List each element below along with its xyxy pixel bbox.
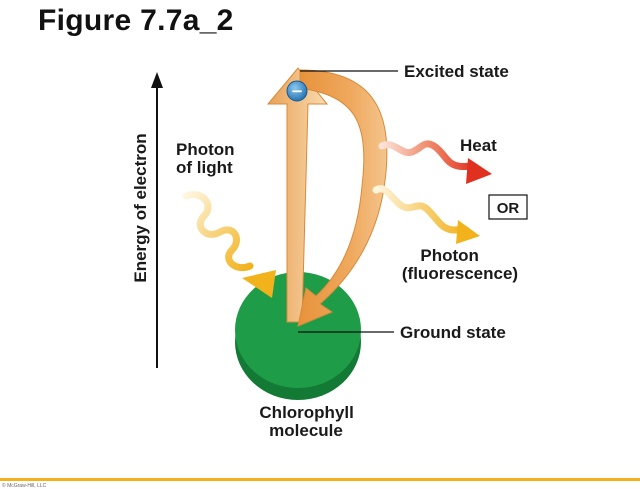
y-axis-label: Energy of electron: [131, 133, 150, 282]
chlorophyll-line1: Chlorophyll: [259, 403, 353, 422]
footer-credit: © McGraw-Hill, LLC: [2, 483, 47, 489]
photon-of-light-line1: Photon: [176, 140, 235, 159]
excited-state-label: Excited state: [404, 62, 509, 81]
or-label: OR: [497, 200, 520, 217]
heat-arrow: [378, 140, 492, 184]
electron-charge: −: [291, 82, 304, 100]
fluorescence-label: Photon (fluorescence): [402, 246, 518, 283]
ground-state-label: Ground state: [400, 323, 506, 342]
footer-rule: [0, 478, 640, 481]
fluorescence-line2: (fluorescence): [402, 264, 518, 283]
photon-of-light-label: Photon of light: [176, 140, 239, 177]
figure-title: Figure 7.7a_2: [38, 4, 234, 37]
heat-label: Heat: [460, 136, 497, 155]
fluorescence-arrow: [372, 185, 480, 244]
return-arrow: [297, 69, 388, 327]
chlorophyll-label: Chlorophyll molecule: [259, 403, 358, 440]
chlorophyll-line2: molecule: [269, 421, 343, 440]
energy-axis: [151, 72, 163, 368]
incoming-photon-arrow: [182, 191, 276, 298]
photon-of-light-line2: of light: [176, 158, 233, 177]
electron: −: [286, 80, 308, 102]
fluorescence-line1: Photon: [420, 246, 479, 265]
or-box: OR: [488, 194, 528, 220]
